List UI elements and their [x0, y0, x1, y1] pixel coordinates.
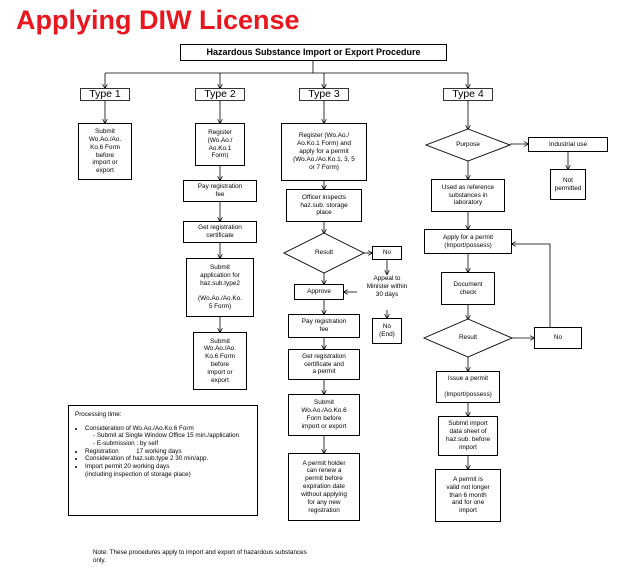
- type4-issue-permit-step: Issue a permit (Import/possess): [436, 371, 500, 403]
- type4-submit-data-step: Submit import data sheet of haz.sub. bef…: [438, 416, 498, 456]
- processing-item: Consideration of haz.sub.type 2 30 min/a…: [85, 455, 251, 463]
- type-2-box: Type 2: [195, 88, 245, 101]
- type3-appeal-step: Appeal to Minister within 30 days: [366, 275, 408, 298]
- processing-item-text: Consideration of Wo.Ao./Ao.Ko.6 Form: [85, 424, 194, 432]
- type3-result-label: Result: [314, 249, 334, 257]
- type3-no-box: No: [372, 246, 402, 260]
- type4-document-check-step: Document check: [441, 272, 495, 305]
- type2-register-step: Register (Wo.Ao./ Ao.Ko.1 Form): [195, 123, 245, 166]
- processing-item: Registration 17 working days: [85, 448, 251, 456]
- type3-get-certificate-step: Get registration certificate and a permi…: [288, 349, 360, 380]
- type-4-box: Type 4: [443, 88, 493, 101]
- type4-result-label: Result: [458, 334, 478, 342]
- page-title: Applying DIW License: [16, 5, 300, 35]
- type1-submit-step: Submit Wo.Ao./Ao. Ko.6 Form before impor…: [78, 123, 132, 180]
- type-1-box: Type 1: [80, 88, 130, 101]
- processing-subitem: - E-submission : by self: [93, 440, 159, 448]
- processing-item: Consideration of Wo.Ao./Ao.Ko.6 Form - S…: [85, 425, 251, 448]
- type2-submit-ko6-step: Submit Wo.Ao./Ao. Ko.6 Form before impor…: [193, 332, 247, 390]
- processing-subitem: - Submit at Single Window Office 15 min.…: [93, 432, 240, 440]
- processing-time-box: Processing time: Consideration of Wo.Ao.…: [68, 405, 258, 516]
- type4-result-diamond: [422, 318, 514, 358]
- type-3-box: Type 3: [299, 88, 349, 101]
- type4-reference-use-step: Used as reference substances in laborato…: [431, 179, 505, 212]
- type4-not-permitted-box: Not permitted: [550, 169, 586, 200]
- type3-submit-ko6-step: Submit Wo.Ao./Ao.Ko.6 Form before import…: [288, 394, 360, 436]
- procedure-header: Hazardous Substance Import or Export Pro…: [180, 44, 447, 61]
- type2-get-certificate-step: Get registration certificate: [183, 221, 257, 243]
- type3-renew-note: A permit holder can renew a permit befor…: [288, 453, 360, 521]
- type3-no-end-box: No (End): [372, 318, 402, 344]
- type3-officer-inspects-step: Officer inspects haz.sub. storage place: [286, 189, 362, 222]
- type4-permit-valid-note: A permit is valid not longer than 6 mont…: [435, 469, 501, 522]
- type4-industrial-use-box: Industrial use: [528, 137, 608, 152]
- type2-pay-fee-step: Pay registration fee: [183, 180, 257, 202]
- processing-item: Import permit 20 working days (including…: [85, 463, 251, 478]
- footnote: Note: These procedures apply to import a…: [93, 549, 307, 564]
- type4-purpose-diamond: [424, 128, 512, 162]
- type4-no-box: No: [534, 327, 582, 349]
- type3-pay-fee-step: Pay registration fee: [288, 314, 360, 338]
- type4-purpose-label: Purpose: [456, 141, 480, 149]
- type3-result-diamond: [282, 232, 366, 274]
- processing-time-heading: Processing time:: [75, 411, 122, 418]
- type2-submit-application-step: Submit application for haz.sub.type2 (Wo…: [186, 258, 254, 317]
- type3-register-step: Register (Wo.Ao./ Ao.Ko.1 Form) and appl…: [281, 123, 367, 181]
- type4-apply-permit-step: Apply for a permit (Import/possess): [424, 229, 512, 254]
- type3-approve-box: Approve: [294, 284, 344, 300]
